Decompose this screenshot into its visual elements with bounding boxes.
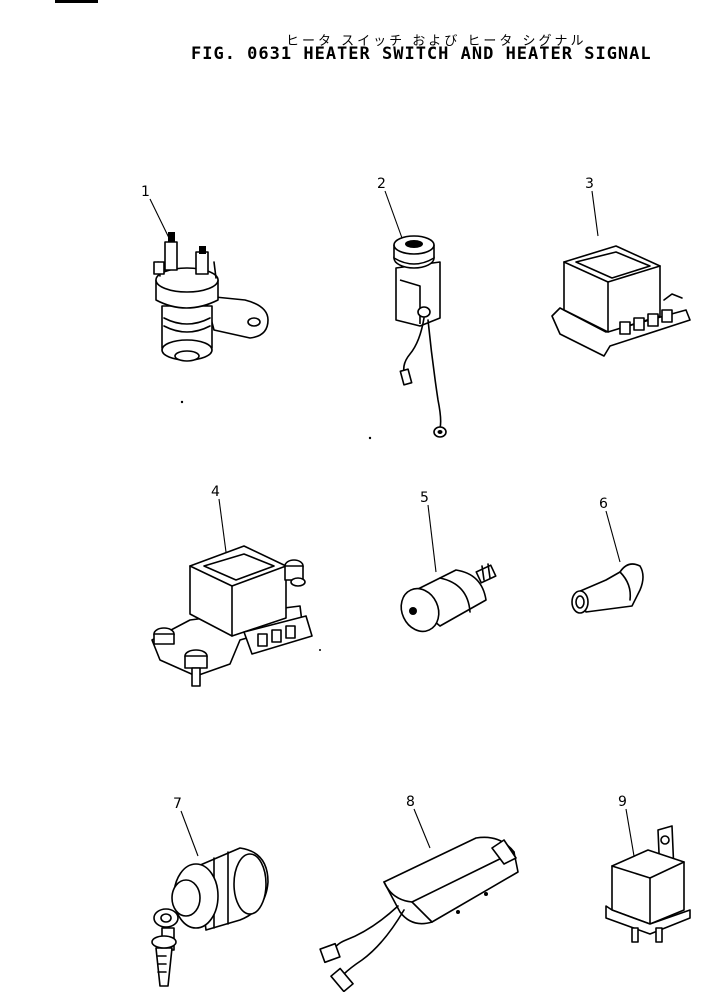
callout-4: 4 — [211, 484, 220, 500]
leader-8 — [413, 808, 431, 849]
callout-9: 9 — [618, 794, 627, 810]
part-6-boot: 6 — [571, 496, 644, 614]
figure-title: FIG. 0631 HEATER SWITCH AND HEATER SIGNA… — [191, 44, 652, 64]
leader-4 — [218, 498, 227, 553]
callout-3: 3 — [585, 176, 594, 192]
leader-3 — [591, 190, 599, 237]
callout-6: 6 — [599, 496, 608, 512]
part-8-controller: 8 — [319, 794, 519, 992]
top-edge-mark — [55, 0, 98, 3]
leader-6 — [605, 510, 621, 563]
part-5-heater-signal: 5 — [400, 490, 497, 633]
leader-9 — [625, 808, 635, 857]
part-2-heater-switch: 2 — [377, 176, 447, 438]
callout-7: 7 — [173, 796, 182, 812]
part-9-relay: 9 — [605, 794, 691, 943]
part-4-heater-relay-assembly: 4 — [151, 484, 313, 687]
leader-5 — [427, 504, 437, 573]
leader-2 — [384, 190, 403, 239]
leader-1 — [149, 198, 171, 241]
leader-7 — [180, 810, 199, 857]
figure-title-japanese: ヒータ スイッチ および ヒータ シグナル — [286, 34, 587, 49]
callout-5: 5 — [420, 490, 429, 506]
callout-2: 2 — [377, 176, 386, 192]
scan-specks — [180, 400, 372, 651]
part-7-key-switch: 7 — [151, 796, 269, 987]
part-1-heater-relay: 1 — [141, 184, 269, 362]
callout-1: 1 — [141, 184, 150, 200]
callout-8: 8 — [406, 794, 415, 810]
part-3-relay-box: 3 — [551, 176, 691, 357]
